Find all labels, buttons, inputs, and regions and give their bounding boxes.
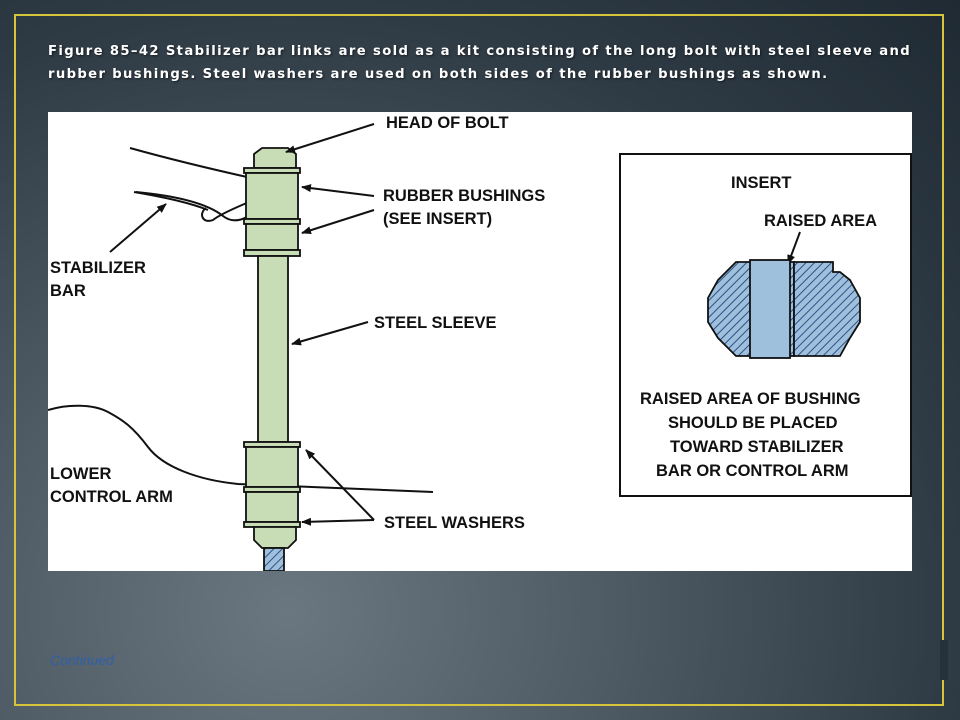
insert-note-4: BAR OR CONTROL ARM	[656, 462, 849, 480]
bolt-assembly	[243, 147, 301, 571]
slide-frame	[14, 14, 944, 706]
nut	[253, 526, 297, 549]
frame-gap	[940, 640, 948, 680]
label-raised-area: RAISED AREA	[764, 212, 877, 230]
insert-note-3: TOWARD STABILIZER	[670, 438, 844, 456]
insert-title: INSERT	[731, 174, 792, 192]
label-steel-sleeve: STEEL SLEEVE	[374, 314, 497, 332]
insert-note-2: SHOULD BE PLACED	[668, 414, 838, 432]
steel-sleeve-shape	[257, 255, 289, 443]
lower-control-arm-line	[48, 404, 434, 493]
upper-bushing-1	[245, 172, 299, 220]
label-bar: BAR	[50, 282, 86, 300]
lower-bushing-2	[245, 491, 299, 523]
lower-bushing-1	[245, 446, 299, 488]
insert-box: INSERT RAISED AREA RAISED AREA OF BUSHIN…	[619, 153, 912, 497]
label-steel-washers: STEEL WASHERS	[384, 514, 525, 532]
upper-bushing-2	[245, 223, 299, 251]
label-stabilizer: STABILIZER	[50, 259, 146, 277]
label-control-arm: CONTROL ARM	[50, 488, 173, 506]
label-see-insert: (SEE INSERT)	[383, 210, 492, 228]
bolt-thread	[263, 547, 285, 571]
label-lower: LOWER	[50, 465, 111, 483]
callout-arrows	[109, 123, 375, 526]
figure-diagram: HEAD OF BOLT RUBBER BUSHINGS (SEE INSERT…	[48, 112, 912, 571]
continued-link[interactable]: Continued	[50, 652, 114, 668]
figure-caption: Figure 85–42 Stabilizer bar links are so…	[48, 44, 912, 82]
insert-sleeve	[749, 259, 791, 359]
insert-note-1: RAISED AREA OF BUSHING	[640, 390, 861, 408]
label-head-of-bolt: HEAD OF BOLT	[386, 114, 509, 132]
label-rubber-bushings: RUBBER BUSHINGS	[383, 187, 545, 205]
